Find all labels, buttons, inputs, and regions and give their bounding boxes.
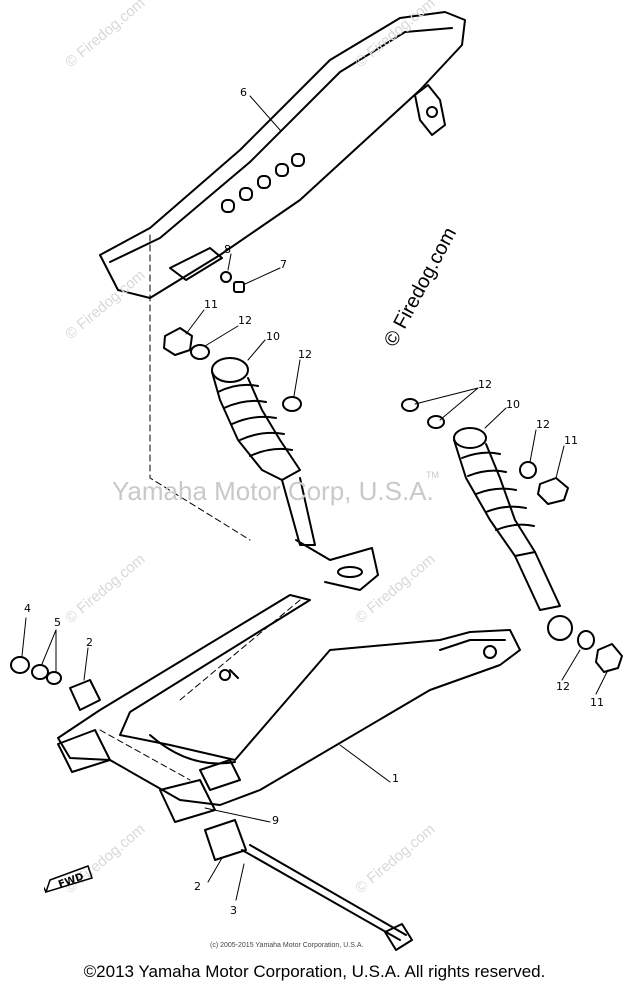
callout-11: 11 bbox=[564, 434, 578, 447]
callout-7: 7 bbox=[280, 258, 287, 271]
callout-1: 1 bbox=[392, 772, 399, 785]
right-shock-absorber bbox=[453, 427, 573, 641]
callout-11: 11 bbox=[590, 696, 604, 709]
callout-12: 12 bbox=[556, 680, 570, 693]
callout-11: 11 bbox=[204, 298, 218, 311]
bolt-7 bbox=[220, 271, 245, 293]
callout-12: 12 bbox=[478, 378, 492, 391]
washers-12-right bbox=[401, 398, 595, 650]
watermark-tm: TM bbox=[426, 470, 439, 480]
callout-2: 2 bbox=[194, 880, 201, 893]
callout-8: 8 bbox=[224, 243, 231, 256]
callout-2: 2 bbox=[86, 636, 93, 649]
callout-6: 6 bbox=[240, 86, 247, 99]
fwd-label: FWD bbox=[57, 871, 85, 890]
footer-copyright: ©2013 Yamaha Motor Corporation, U.S.A. A… bbox=[83, 962, 546, 981]
fwd-arrow-icon: FWD bbox=[41, 862, 100, 903]
nut-11-left bbox=[163, 327, 193, 356]
callout-12: 12 bbox=[536, 418, 550, 431]
watermark-center: Yamaha Motor Corp, U.S.A. bbox=[112, 476, 434, 506]
callout-5: 5 bbox=[54, 616, 61, 629]
washer-12-left bbox=[190, 344, 302, 412]
callout-9: 9 bbox=[272, 814, 279, 827]
nuts-11-right bbox=[537, 477, 623, 673]
left-shock-absorber bbox=[211, 357, 379, 591]
callout-12: 12 bbox=[298, 348, 312, 361]
callout-10: 10 bbox=[506, 398, 520, 411]
small-copyright: (c) 2005-2015 Yamaha Motor Corporation, … bbox=[210, 942, 364, 949]
pivot-bolt-3 bbox=[241, 844, 413, 951]
swing-arm bbox=[57, 594, 521, 806]
parts-diagram bbox=[10, 11, 623, 951]
callout-12: 12 bbox=[238, 314, 252, 327]
callout-3: 3 bbox=[230, 904, 237, 917]
callout-10: 10 bbox=[266, 330, 280, 343]
callout-4: 4 bbox=[24, 602, 31, 615]
chain-guard bbox=[99, 11, 466, 299]
